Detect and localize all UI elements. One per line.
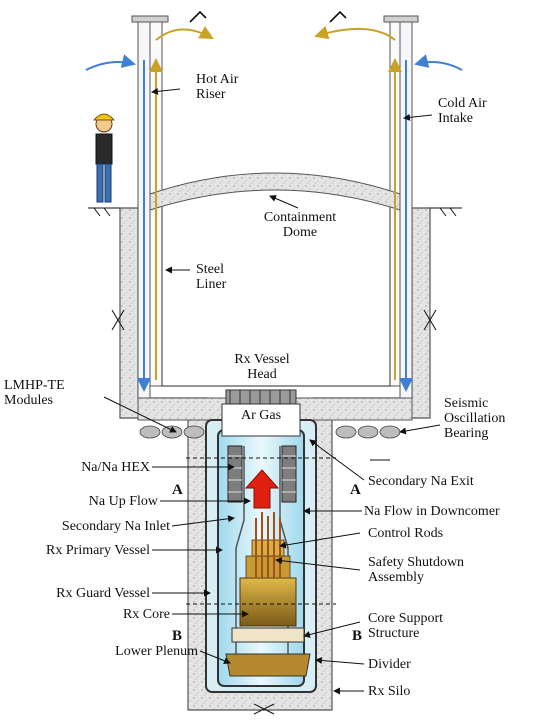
- label-na-up-flow: Na Up Flow: [88, 494, 158, 509]
- label-secondary-na-exit: Secondary Na Exit: [368, 474, 474, 489]
- label-secondary-na-inlet: Secondary Na Inlet: [61, 519, 170, 534]
- air-flow-arrows: [85, 25, 463, 392]
- leader-lines: [103, 87, 441, 695]
- label-rx-silo: Rx Silo: [368, 684, 411, 699]
- label-rx-primary-vessel: Rx Primary Vessel: [46, 543, 150, 558]
- na-up-flow-arrow: [244, 469, 280, 509]
- section-mark-b-right: B: [352, 628, 363, 644]
- label-na-na-hex: Na/Na HEX: [81, 460, 150, 475]
- label-na-flow-downcomer: Na Flow in Downcomer: [364, 504, 500, 519]
- label-rx-guard-vessel: Rx Guard Vessel: [56, 586, 150, 601]
- control-rods: [255, 512, 281, 578]
- wind-cap-icon: [189, 10, 347, 23]
- label-divider: Divider: [368, 657, 411, 672]
- rx-vessel-head: [221, 389, 301, 437]
- label-lower-plenum: Lower Plenum: [115, 644, 198, 659]
- section-mark-a-left: A: [172, 482, 183, 498]
- worker-icon: [92, 113, 116, 203]
- label-control-rods: Control Rods: [368, 526, 444, 541]
- section-mark-a-right: A: [350, 482, 361, 498]
- seismic-bearings: [139, 425, 401, 439]
- containment-dome: [149, 172, 401, 387]
- ground-hatch-icon: [88, 207, 462, 715]
- label-ar-gas: Ar Gas: [240, 408, 282, 423]
- label-rx-core: Rx Core: [122, 607, 170, 622]
- na-na-hex: [227, 445, 297, 503]
- section-cut-lines: [186, 457, 336, 605]
- core-support-structure: [225, 627, 311, 677]
- section-mark-b-left: B: [172, 628, 183, 644]
